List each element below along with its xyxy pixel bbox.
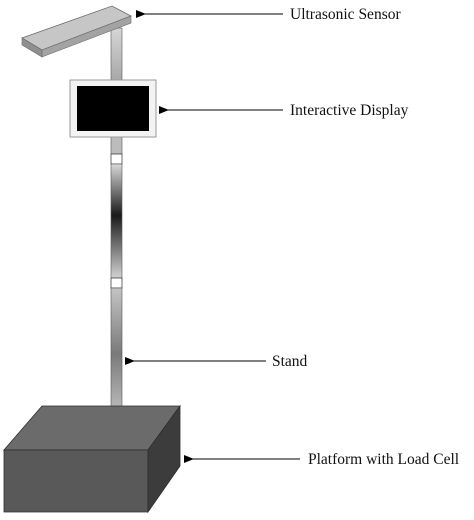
label-stand: Stand: [272, 353, 308, 370]
label-ultrasonic-sensor: Ultrasonic Sensor: [290, 6, 401, 23]
sensor-side-face: [41, 15, 132, 58]
interactive-display: [69, 79, 157, 138]
stand-upper-segment: [110, 27, 123, 81]
stand-joint-top: [110, 153, 123, 165]
stand-joint-bottom: [110, 277, 123, 289]
platform-box: [3, 404, 181, 514]
display-screen: [77, 86, 149, 131]
stand-lower-segment: [110, 287, 123, 409]
stand-middle-segment: [110, 163, 123, 279]
label-interactive-display: Interactive Display: [290, 102, 409, 119]
ultrasonic-sensor: [21, 5, 132, 58]
stand-segment-behind-display: [110, 135, 123, 155]
platform-front-face: [3, 449, 149, 513]
label-platform: Platform with Load Cell: [308, 451, 459, 468]
platform-side-face: [147, 404, 181, 514]
